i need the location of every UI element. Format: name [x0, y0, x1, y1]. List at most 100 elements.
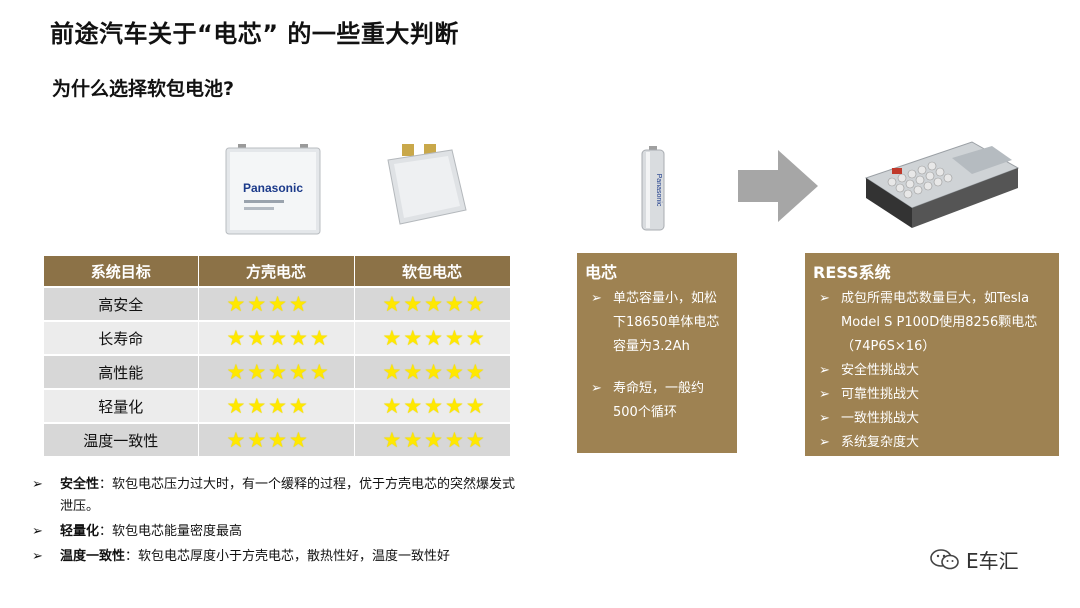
row-label: 高性能 — [44, 354, 199, 389]
table-row: 温度一致性 ★★★★ ★★★★★ — [44, 422, 511, 456]
note-safety: ➢安全性：软包电芯压力过大时，有一个缓释的过程，优于方壳电芯的突然爆发式泄压。 — [30, 474, 520, 518]
prismatic-rating: ★★★★ — [198, 286, 355, 321]
pouch-rating: ★★★★★ — [354, 354, 511, 389]
star-icon: ★ — [247, 359, 267, 384]
star-icon: ★ — [424, 427, 443, 452]
page-title: 前途汽车关于“电芯” 的一些重大判断 — [50, 20, 459, 48]
star-icon: ★ — [268, 427, 287, 452]
ress-box-heading: RESS系统 — [813, 263, 891, 282]
table-row: 高安全 ★★★★ ★★★★★ — [44, 286, 511, 321]
prismatic-cell-image: Panasonic — [225, 144, 321, 235]
star-icon: ★ — [226, 325, 246, 350]
star-icon: ★ — [309, 359, 329, 384]
row-label: 温度一致性 — [44, 422, 199, 456]
star-icon: ★ — [226, 427, 246, 452]
star-icon: ★ — [288, 291, 308, 316]
pouch-rating: ★★★★★ — [354, 286, 511, 321]
list-item: ➢安全性挑战大 — [815, 359, 1049, 383]
right-arrow-icon — [738, 150, 818, 222]
star-icon: ★ — [247, 393, 267, 418]
star-icon: ★ — [403, 393, 423, 418]
bullet-arrow-icon: ➢ — [591, 291, 602, 306]
star-icon: ★ — [247, 427, 267, 452]
row-label: 高安全 — [44, 286, 199, 321]
pouch-rating: ★★★★★ — [354, 422, 511, 456]
star-icon: ★ — [288, 393, 308, 418]
star-icon: ★ — [403, 325, 423, 350]
star-icon: ★ — [268, 393, 287, 418]
prismatic-rating: ★★★★★ — [198, 320, 355, 355]
watermark: E车汇 — [930, 545, 1019, 574]
star-icon: ★ — [288, 359, 308, 384]
star-icon: ★ — [424, 393, 443, 418]
note-temperature: ➢温度一致性：软包电芯厚度小于方壳电芯，散热性好，温度一致性好 — [30, 546, 520, 568]
bullet-arrow-icon: ➢ — [819, 411, 830, 426]
table-header-row: 系统目标 方壳电芯 软包电芯 — [44, 256, 511, 287]
wechat-icon — [930, 548, 959, 569]
table-row: 长寿命 ★★★★★ ★★★★★ — [44, 320, 511, 355]
prismatic-rating: ★★★★★ — [198, 354, 355, 389]
star-icon: ★ — [382, 325, 402, 350]
star-icon: ★ — [268, 325, 287, 350]
ress-info-box: RESS系统 ➢成包所需电芯数量巨大，如Tesla Model S P100D使… — [805, 253, 1059, 456]
bullet-arrow-icon: ➢ — [819, 363, 830, 378]
bullet-arrow-icon: ➢ — [32, 549, 43, 564]
list-item: ➢成包所需电芯数量巨大，如Tesla Model S P100D使用8256颗电… — [815, 287, 1049, 359]
pouch-rating: ★★★★★ — [354, 388, 511, 423]
star-icon: ★ — [226, 393, 246, 418]
list-item: ➢系统复杂度大 — [815, 431, 1049, 455]
prismatic-rating: ★★★★ — [198, 422, 355, 456]
prismatic-rating: ★★★★ — [198, 388, 355, 423]
star-icon: ★ — [444, 359, 464, 384]
star-icon: ★ — [424, 359, 443, 384]
comparison-table: 系统目标 方壳电芯 软包电芯 高安全 ★★★★ ★★★★★ 长寿命 ★★★★★ … — [44, 256, 511, 456]
bullet-arrow-icon: ➢ — [32, 524, 43, 539]
list-item: ➢寿命短，一般约500个循环 — [587, 377, 727, 425]
star-icon: ★ — [465, 291, 485, 316]
list-item: ➢一致性挑战大 — [815, 407, 1049, 431]
pouch-cell-image — [387, 144, 467, 225]
star-icon: ★ — [444, 427, 464, 452]
page-subtitle: 为什么选择软包电池? — [52, 78, 235, 100]
star-icon: ★ — [268, 291, 287, 316]
star-icon: ★ — [247, 291, 267, 316]
star-icon: ★ — [288, 427, 308, 452]
star-icon: ★ — [382, 291, 402, 316]
bullet-arrow-icon: ➢ — [32, 477, 43, 492]
list-item: ➢单芯容量小，如松下18650单体电芯容量为3.2Ah — [587, 287, 727, 359]
header-pouch-cell: 软包电芯 — [354, 256, 511, 287]
header-system-goal: 系统目标 — [44, 256, 199, 287]
star-icon: ★ — [424, 325, 443, 350]
star-icon: ★ — [309, 325, 329, 350]
star-icon: ★ — [403, 359, 423, 384]
star-icon: ★ — [465, 393, 485, 418]
row-label: 长寿命 — [44, 320, 199, 355]
header-prismatic-cell: 方壳电芯 — [198, 256, 355, 287]
star-icon: ★ — [268, 359, 287, 384]
star-icon: ★ — [288, 325, 308, 350]
star-icon: ★ — [382, 359, 402, 384]
battery-pack-image — [864, 141, 1020, 228]
row-label: 轻量化 — [44, 388, 199, 423]
star-icon: ★ — [465, 359, 485, 384]
cell-info-box: 电芯 ➢单芯容量小，如松下18650单体电芯容量为3.2Ah ➢寿命短，一般约5… — [577, 253, 737, 453]
bullet-arrow-icon: ➢ — [819, 435, 830, 450]
cylindrical-cell-image: Panasonic — [641, 146, 665, 231]
star-icon: ★ — [444, 393, 464, 418]
bullet-arrow-icon: ➢ — [591, 381, 602, 396]
star-icon: ★ — [465, 325, 485, 350]
star-icon: ★ — [226, 291, 246, 316]
star-icon: ★ — [382, 393, 402, 418]
pouch-rating: ★★★★★ — [354, 320, 511, 355]
star-icon: ★ — [424, 291, 443, 316]
star-icon: ★ — [226, 359, 246, 384]
table-row: 高性能 ★★★★★ ★★★★★ — [44, 354, 511, 389]
table-row: 轻量化 ★★★★ ★★★★★ — [44, 388, 511, 423]
star-icon: ★ — [403, 291, 423, 316]
star-icon: ★ — [444, 291, 464, 316]
cylindrical-brand-label: Panasonic — [655, 174, 662, 207]
bullet-arrow-icon: ➢ — [819, 291, 830, 306]
list-item: ➢可靠性挑战大 — [815, 383, 1049, 407]
star-icon: ★ — [382, 427, 402, 452]
watermark-text: E车汇 — [966, 549, 1019, 573]
